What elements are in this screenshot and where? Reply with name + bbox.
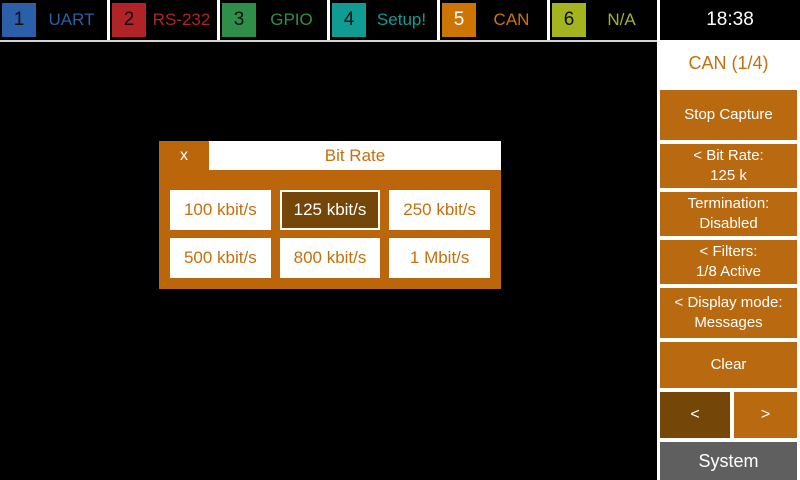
sidebar-menu: CAN (1/4) Stop Capture < Bit Rate: 125 k… [657,40,800,480]
tab-label: N/A [607,10,636,29]
tab-label: Setup! [376,10,427,29]
sidebar-page-title: CAN (1/4) [660,40,797,86]
bitrate-option-250kbit[interactable]: 250 kbit/s [389,190,490,230]
tab-rs232[interactable]: 2 RS-232 [110,0,217,40]
bit-rate-button[interactable]: < Bit Rate: 125 k [660,144,797,188]
stop-capture-button[interactable]: Stop Capture [660,90,797,140]
page-nav-row: < > [660,392,797,438]
tab-label: RS-232 [152,10,211,29]
filters-label: < Filters: [699,243,758,260]
termination-label: Termination: [687,195,770,212]
tabbar-divider [0,40,657,42]
display-mode-value: Messages [694,314,763,331]
prev-page-button[interactable]: < [660,392,730,438]
bitrate-option-500kbit[interactable]: 500 kbit/s [170,238,271,278]
system-button[interactable]: System [660,442,797,480]
next-page-button[interactable]: > [734,392,797,438]
filters-value: 1/8 Active [695,263,762,280]
tab-number-badge: 2 [112,3,146,37]
dialog-titlebar: x Bit Rate [159,141,501,170]
bitrate-option-1mbit[interactable]: 1 Mbit/s [389,238,490,278]
bitrate-option-100kbit[interactable]: 100 kbit/s [170,190,271,230]
bitrate-option-125kbit[interactable]: 125 kbit/s [279,190,381,230]
tab-number-badge: 1 [2,3,36,37]
bit-rate-value: 125 k [710,167,747,184]
dialog-close-button[interactable]: x [159,141,209,170]
display-mode-button[interactable]: < Display mode: Messages [660,288,797,338]
tab-number-badge: 6 [552,3,586,37]
termination-button[interactable]: Termination: Disabled [660,192,797,236]
tab-number-badge: 4 [332,3,366,37]
tab-uart[interactable]: 1 UART [0,0,107,40]
tab-can[interactable]: 5 CAN [440,0,547,40]
bitrate-option-800kbit[interactable]: 800 kbit/s [279,238,381,278]
tab-setup[interactable]: 4 Setup! [330,0,437,40]
tab-label: GPIO [270,10,313,29]
stop-capture-label: Stop Capture [684,106,773,123]
tab-label: CAN [493,10,530,29]
clear-button[interactable]: Clear [660,342,797,388]
tab-number-badge: 3 [222,3,256,37]
tab-gpio[interactable]: 3 GPIO [220,0,327,40]
tab-na[interactable]: 6 N/A [550,0,657,40]
tab-number-badge: 5 [442,3,476,37]
tab-label: UART [48,10,95,29]
bit-rate-label: < Bit Rate: [693,147,764,164]
clock: 18:38 [660,0,800,40]
dialog-title: Bit Rate [209,141,501,170]
termination-value: Disabled [699,215,758,232]
filters-button[interactable]: < Filters: 1/8 Active [660,240,797,284]
display-mode-label: < Display mode: [674,294,783,311]
clear-label: Clear [710,356,747,373]
bit-rate-dialog: x Bit Rate 100 kbit/s 125 kbit/s 250 kbi… [159,141,501,289]
dialog-options-grid: 100 kbit/s 125 kbit/s 250 kbit/s 500 kbi… [159,170,501,288]
channel-tab-bar: 1 UART 2 RS-232 3 GPIO 4 Setup! 5 CAN 6 … [0,0,800,40]
